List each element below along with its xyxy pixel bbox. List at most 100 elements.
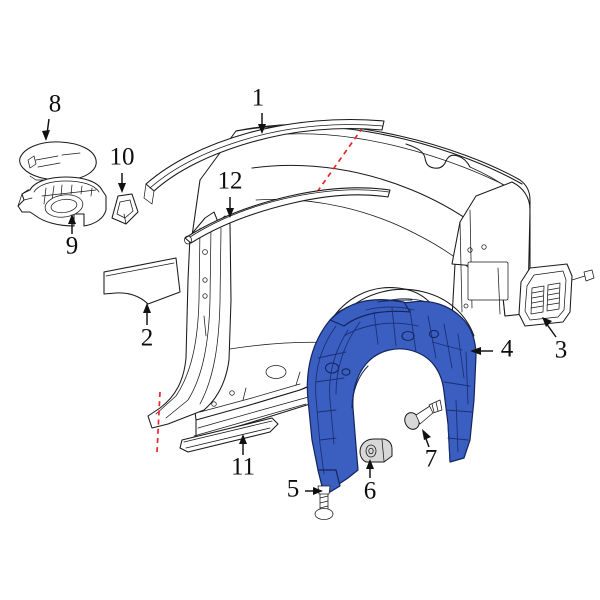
rocker-hole-b	[211, 401, 217, 407]
weatherstrip-body	[184, 187, 391, 244]
pillar-slot	[203, 315, 207, 337]
fuel-housing-rib-6	[90, 187, 93, 197]
drip-rail-end-cap	[143, 183, 155, 205]
weatherstrip-top-line	[189, 189, 390, 238]
liner-rib-2	[329, 329, 349, 445]
grommet-flange-line	[381, 439, 385, 462]
callout-12-label: 12	[218, 168, 243, 195]
screw-thread-2	[319, 500, 329, 504]
callout-5-label: 5	[287, 476, 300, 503]
callout-6-arrowhead	[366, 459, 374, 469]
liner-fastener-boss-1	[324, 362, 340, 374]
callout-2: 2	[141, 303, 154, 352]
liner-cross-rib-9	[445, 409, 473, 413]
liner-rib-6	[409, 309, 417, 353]
rocker-molding-top-edge	[183, 420, 273, 443]
pillar-hole-3	[202, 293, 208, 299]
grommet-center-hole	[365, 444, 377, 458]
part-6-liner-grommet-nut	[359, 438, 393, 463]
rocker-molding-bottom-edge	[185, 427, 271, 449]
liner-top-edge-fold	[377, 299, 413, 303]
part-1-roof-drip-rail-molding	[143, 118, 385, 205]
callout-4: 4	[470, 336, 514, 363]
roof-panel-inner-edge	[239, 133, 515, 191]
vent-housing-inner-frame	[524, 270, 567, 321]
callout-12: 12	[218, 168, 243, 218]
weatherstrip-end-section	[184, 235, 192, 245]
callout-4-arrowhead	[470, 347, 481, 355]
callout-11-label: 11	[231, 454, 255, 481]
callout-9: 9	[66, 214, 79, 260]
vent-housing-body	[518, 263, 573, 327]
callout-10-label: 10	[110, 144, 135, 171]
callout-9-arrowhead	[68, 214, 76, 224]
fuel-housing-left-bracket	[17, 189, 31, 207]
rear-quarter-panel-assembly	[147, 123, 531, 439]
fuel-door-lid-body	[19, 141, 97, 181]
rocker-sill-upper-line	[197, 395, 313, 429]
callout-7: 7	[422, 429, 437, 473]
quarter-glass-edge-highlight	[105, 262, 175, 277]
liner-rib-4	[373, 311, 379, 345]
part-8-fuel-filler-door-lid	[19, 141, 97, 181]
vent-louver-l-2	[531, 295, 544, 299]
vent-louver-r-2	[547, 292, 560, 296]
rocker-jack-point	[265, 365, 287, 379]
pillar-inner-seam-2	[165, 225, 212, 419]
liner-arch-inner-edge	[351, 365, 369, 409]
liner-rib-12	[455, 399, 459, 453]
callout-5: 5	[287, 476, 323, 503]
part-4-rear-wheel-house-fender-liner[interactable]	[306, 299, 477, 493]
drip-rail-inner-line	[149, 124, 384, 189]
fuel-housing-rib-2	[51, 185, 55, 201]
rocker-step-line	[199, 383, 301, 413]
callout-9-label: 9	[66, 233, 79, 260]
part-12-roof-side-weatherstrip	[184, 187, 391, 245]
section-cut-lines	[156, 119, 369, 453]
fender-liner-body[interactable]	[306, 300, 477, 487]
callout-1-arrowhead	[258, 124, 266, 134]
vent-louver-l-3	[531, 300, 544, 304]
vent-louver-panel-left	[530, 285, 545, 315]
liner-cross-rib-6	[343, 322, 419, 337]
vent-louver-l-1	[531, 290, 544, 294]
rivet-barb-line-2	[435, 401, 439, 412]
callout-3: 3	[542, 317, 567, 364]
fender-liner-rib-detail	[315, 299, 473, 475]
fuel-door-clip-body	[111, 193, 139, 225]
part-2-quarter-window-glass	[103, 257, 181, 305]
liner-rib-3	[335, 321, 361, 395]
liner-fastener-boss-3	[401, 330, 415, 342]
pillar-inner-seam-3	[199, 227, 222, 405]
callout-7-arrowhead	[422, 429, 431, 440]
pillar-inner-seam-1	[155, 227, 201, 415]
screw-washer	[314, 508, 334, 520]
callout-6-label: 6	[364, 478, 377, 505]
wheelhouse-bolt-hole-1	[467, 247, 473, 253]
liner-cross-rib-8	[443, 381, 471, 387]
fuel-housing-cross-rib	[41, 189, 97, 197]
callout-2-label: 2	[141, 325, 154, 352]
liner-cross-rib-7	[431, 341, 463, 351]
inner-wheelhouse-flange-line	[459, 221, 463, 313]
callout-12-arrowhead	[226, 208, 234, 218]
callout-5-arrowhead	[313, 487, 323, 495]
grommet-center-hole-inner	[368, 447, 374, 455]
vent-mounting-pin-shaft	[571, 275, 586, 281]
liner-rib-10	[465, 351, 469, 405]
rocker-sill-lower-line	[193, 403, 307, 437]
fuel-door-lid-hinge-tab	[27, 155, 37, 169]
callout-10: 10	[110, 144, 135, 193]
cut-line-lower	[156, 391, 161, 453]
screw-thread-1	[319, 495, 329, 499]
vent-mounting-pin-head	[583, 269, 595, 282]
quarter-glass-body	[103, 257, 181, 305]
part-9-fuel-filler-housing	[17, 176, 107, 227]
fuel-door-lid-inner-rib-1	[35, 155, 59, 161]
fuel-door-clip-tab	[123, 213, 127, 225]
vent-louver-l-4	[530, 305, 544, 309]
fuel-door-lid-inner-rib-2	[61, 152, 81, 156]
callout-4-label: 4	[501, 336, 514, 363]
part-3-pressure-relief-vent	[518, 263, 595, 327]
